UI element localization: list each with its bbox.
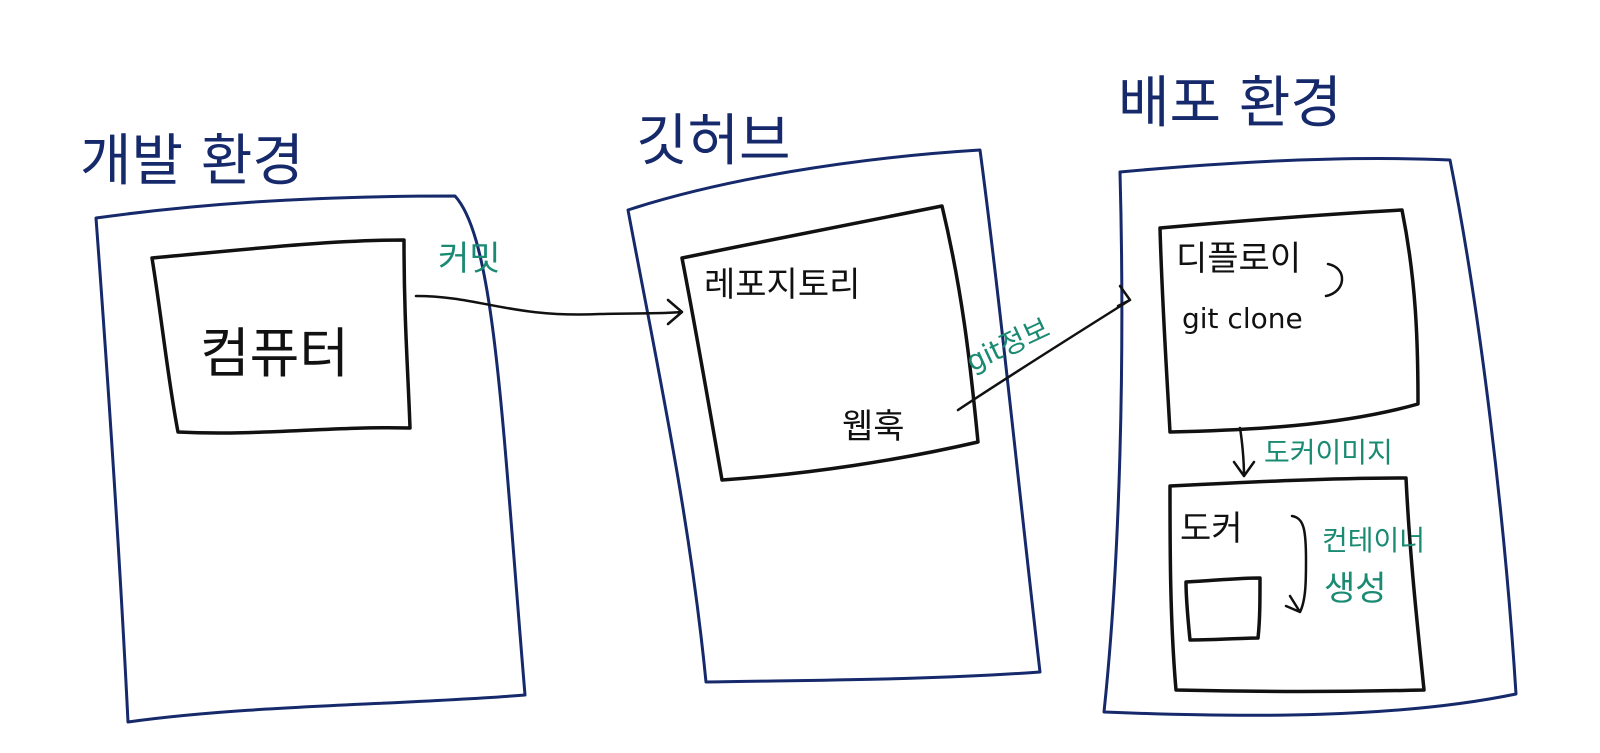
deploy-box: [1158, 208, 1420, 434]
deploy-environment-title: 배포 환경: [1118, 71, 1342, 136]
container-create-arrow: [1284, 514, 1308, 614]
git-clone-label: git clone: [1182, 302, 1303, 335]
git-info-annotation: git정보: [961, 311, 1055, 378]
image-arrow: [1232, 426, 1256, 478]
container-create-annotation-line2: 생성: [1324, 569, 1387, 609]
github-title: 깃허브: [636, 109, 791, 174]
docker-box-title: 도커: [1180, 509, 1243, 549]
commit-arrow: [414, 294, 684, 326]
docker-box: [1168, 476, 1426, 694]
github-environment: 깃허브 레포지토리 웹훅: [626, 109, 1042, 684]
dev-environment-title: 개발 환경: [80, 129, 304, 194]
webhook-label: 웹훅: [842, 407, 905, 447]
github-frame: [626, 148, 1042, 684]
commit-annotation: 커밋: [438, 239, 501, 279]
webhook-arrow: [956, 284, 1132, 412]
deploy-environment: 배포 환경 디플로이 git clone 도커: [1102, 71, 1518, 717]
dev-environment-frame: [94, 194, 527, 724]
repository-box: [680, 204, 980, 482]
deploy-environment-frame: [1102, 157, 1518, 717]
computer-label: 컴퓨터: [200, 322, 349, 385]
container-box: [1184, 576, 1262, 642]
docker-image-annotation: 도커이미지: [1264, 436, 1393, 469]
dev-environment: 개발 환경 컴퓨터: [80, 129, 527, 724]
container-create-annotation-line1: 컨테이너: [1322, 524, 1425, 557]
deploy-box-title: 디플로이: [1176, 239, 1301, 279]
repository-label: 레포지토리: [704, 265, 860, 305]
computer-box: [150, 238, 412, 435]
clone-return-arrow: [1324, 262, 1344, 298]
